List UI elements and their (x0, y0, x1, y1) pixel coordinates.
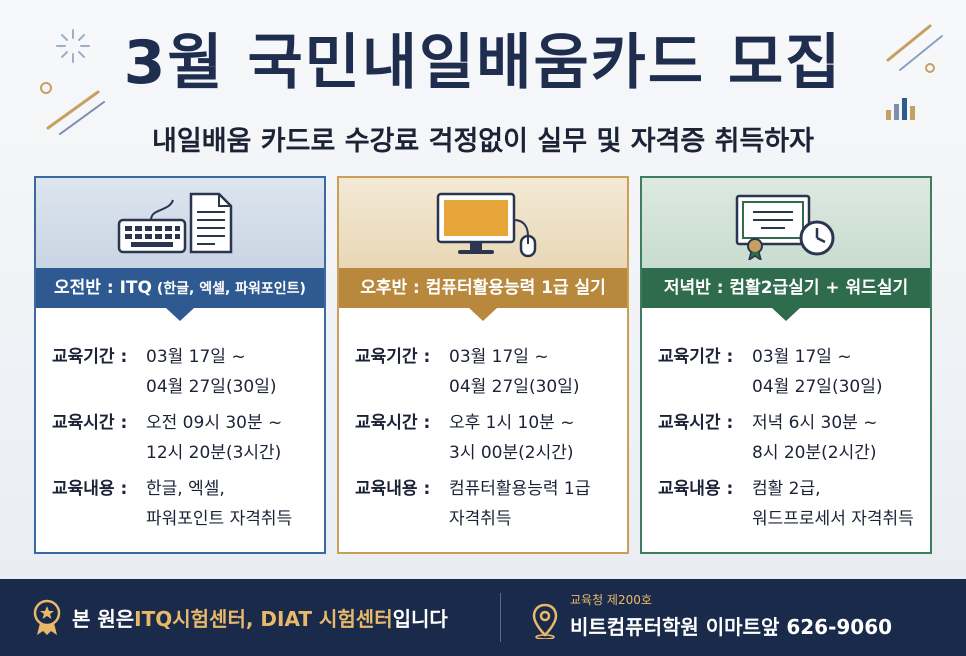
academy-name-phone: 비트컴퓨터학원 이마트앞 626-9060 (570, 615, 893, 639)
detail-value: 03월 17일 ~04월 27일(30일) (449, 347, 580, 397)
detail-label: 교육시간 : (658, 413, 734, 433)
detail-row-period: 교육기간 : 03월 17일 ~04월 27일(30일) (658, 342, 922, 402)
notice-prefix: 본 원은 (72, 607, 135, 631)
banner-arrow (772, 308, 800, 321)
registration-number: 교육청 제200호 (570, 593, 652, 607)
detail-value: 오전 09시 30분 ~12시 20분(3시간) (146, 413, 283, 463)
detail-value: 저녁 6시 30분 ~8시 20분(2시간) (752, 413, 878, 463)
banner-sub-text: (한글, 엑셀, 파워포인트) (151, 281, 306, 297)
class-card-evening: 저녁반 : 컴활2급실기 + 워드실기 교육기간 : 03월 17일 ~04월 … (640, 176, 932, 554)
detail-row-period: 교육기간 : 03월 17일 ~04월 27일(30일) (355, 342, 619, 402)
detail-label: 교육기간 : (658, 347, 734, 367)
detail-label: 교육시간 : (355, 413, 431, 433)
card-banner: 오후반 : 컴퓨터활용능력 1급 실기 (339, 268, 627, 308)
banner-main-text: 저녁반 : 컴활2급실기 + 워드실기 (663, 278, 909, 298)
detail-label: 교육내용 : (355, 479, 431, 499)
class-card-afternoon: 오후반 : 컴퓨터활용능력 1급 실기 교육기간 : 03월 17일 ~04월 … (337, 176, 629, 554)
card-header-area (36, 178, 324, 268)
computer-monitor-icon (436, 192, 537, 258)
banner-arrow (166, 308, 194, 321)
card-header-area (339, 178, 627, 268)
card-banner: 저녁반 : 컴활2급실기 + 워드실기 (642, 268, 930, 308)
detail-label: 교육내용 : (658, 479, 734, 499)
diagonal-lines-left (40, 82, 105, 135)
keyboard-document-icon (117, 192, 233, 254)
bar-chart-icon (886, 98, 915, 120)
detail-row-time: 교육시간 : 저녁 6시 30분 ~8시 20분(2시간) (658, 408, 922, 468)
detail-label: 교육내용 : (52, 479, 128, 499)
card-banner: 오전반 : ITQ (한글, 엑셀, 파워포인트) (36, 268, 324, 308)
page-title: 3월 국민내일배움카드 모집 (123, 28, 843, 98)
notice-suffix: 입니다 (392, 607, 448, 631)
banner-arrow (469, 308, 497, 321)
banner-main-text: 오후반 : 컴퓨터활용능력 1급 실기 (360, 278, 606, 298)
detail-row-time: 교육시간 : 오후 1시 10분 ~3시 00분(2시간) (355, 408, 619, 468)
detail-value: 03월 17일 ~04월 27일(30일) (752, 347, 883, 397)
award-badge-icon (33, 599, 61, 635)
detail-row-content: 교육내용 : 한글, 엑셀,파워포인트 자격취득 (52, 474, 316, 534)
detail-row-period: 교육기간 : 03월 17일 ~04월 27일(30일) (52, 342, 316, 402)
detail-label: 교육기간 : (355, 347, 431, 367)
detail-value: 한글, 엑셀,파워포인트 자격취득 (146, 479, 293, 529)
certificate-clock-icon (735, 194, 835, 260)
detail-value: 오후 1시 10분 ~3시 00분(2시간) (449, 413, 575, 463)
class-card-morning: 오전반 : ITQ (한글, 엑셀, 파워포인트) 교육기간 : 03월 17일… (34, 176, 326, 554)
detail-label: 교육기간 : (52, 347, 128, 367)
diagonal-lines-right (886, 24, 943, 73)
banner-main-text: 오전반 : ITQ (54, 278, 152, 298)
page-subtitle: 내일배움 카드로 수강료 걱정없이 실무 및 자격증 취득하자 (152, 126, 814, 157)
notice-highlight: ITQ시험센터, DIAT 시험센터 (134, 607, 393, 631)
card-details: 교육기간 : 03월 17일 ~04월 27일(30일) 교육시간 : 저녁 6… (658, 342, 922, 540)
card-header-area (642, 178, 930, 268)
detail-value: 컴활 2급,워드프로세서 자격취득 (752, 479, 914, 529)
detail-label: 교육시간 : (52, 413, 128, 433)
location-pin-icon (532, 603, 558, 639)
detail-row-time: 교육시간 : 오전 09시 30분 ~12시 20분(3시간) (52, 408, 316, 468)
sparkle-icon (56, 29, 90, 63)
card-details: 교육기간 : 03월 17일 ~04월 27일(30일) 교육시간 : 오후 1… (355, 342, 619, 540)
detail-value: 03월 17일 ~04월 27일(30일) (146, 347, 277, 397)
footer-divider (500, 593, 501, 642)
card-details: 교육기간 : 03월 17일 ~04월 27일(30일) 교육시간 : 오전 0… (52, 342, 316, 540)
detail-row-content: 교육내용 : 컴활 2급,워드프로세서 자격취득 (658, 474, 922, 534)
